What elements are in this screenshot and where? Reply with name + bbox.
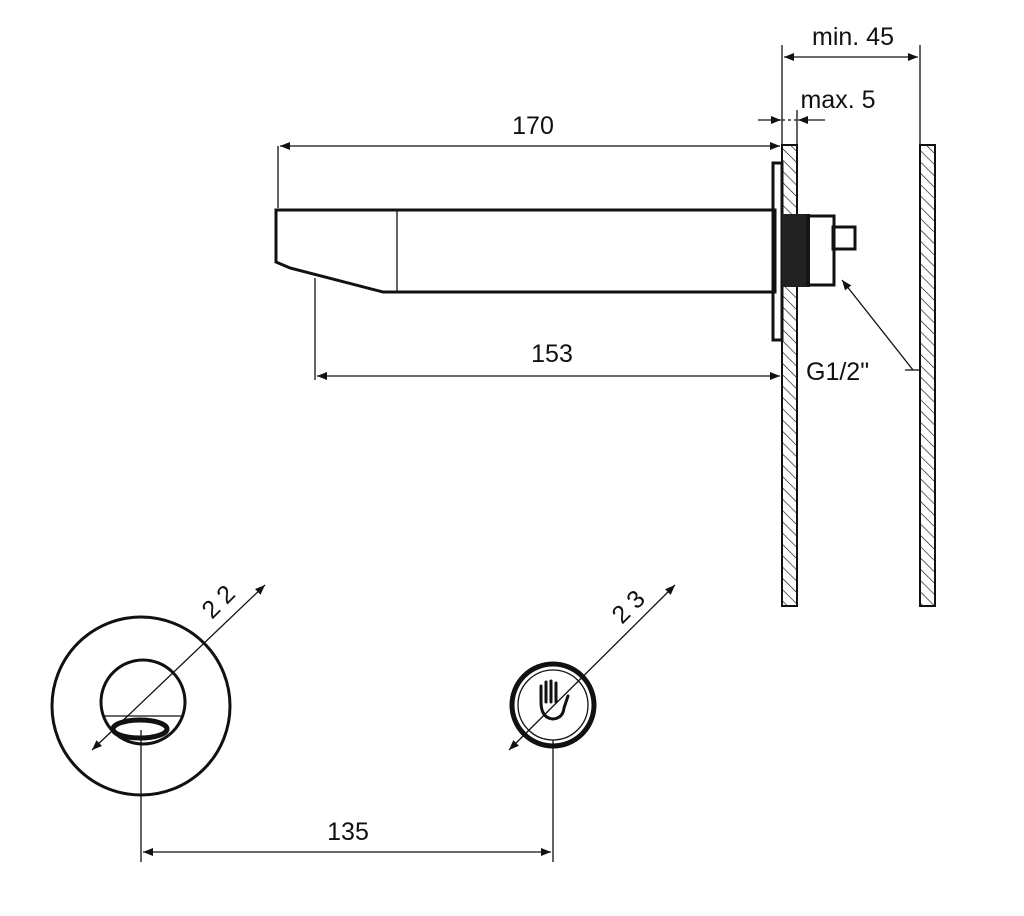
- dimension-label: 153: [531, 340, 573, 368]
- dimension-max-5: max. 5: [758, 86, 876, 145]
- sensor-front-view: 2 3: [508, 584, 676, 751]
- dimension-label: max. 5: [800, 86, 875, 114]
- thread-label: G1/2": [806, 358, 869, 386]
- dimension-label: 170: [512, 112, 554, 140]
- spout-side-view: [274, 161, 857, 342]
- dimension-135: 135: [140, 730, 554, 862]
- dimension-153: 153: [314, 278, 780, 380]
- wall-back: [919, 144, 936, 607]
- dimension-label: 2 3: [606, 585, 650, 629]
- dimension-label: min. 45: [812, 23, 894, 51]
- thread-callout: G1/2": [806, 279, 920, 386]
- dimension-min-45: min. 45: [781, 23, 921, 145]
- dimension-label: 135: [327, 818, 369, 846]
- dimension-label: 2 2: [196, 580, 240, 624]
- outlet-front-view: 2 2: [50, 580, 266, 797]
- dimension-170: 170: [277, 112, 780, 208]
